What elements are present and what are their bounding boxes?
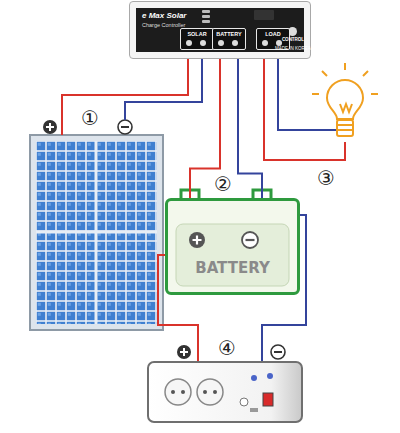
terminal-block: BATTERY — [212, 28, 246, 50]
callout-number: ② — [214, 174, 232, 194]
origin-note: MADE IN KOREA — [275, 47, 311, 52]
device-label: e Max Solar — [142, 11, 186, 20]
part-label: BATTERY — [168, 259, 297, 277]
terminal-screw — [232, 40, 238, 46]
device-label: Charge Controller — [142, 22, 185, 28]
solar-panel — [30, 135, 163, 330]
controller-detail — [254, 10, 274, 20]
controller-detail — [202, 20, 210, 23]
callout-number: ④ — [218, 338, 236, 358]
inverter — [148, 362, 302, 422]
callout-number: ③ — [317, 168, 335, 188]
terminal-screw — [218, 40, 224, 46]
terminal-screw — [186, 40, 192, 46]
button-label: CONTROL — [282, 38, 304, 43]
terminal-block: SOLAR — [180, 28, 214, 50]
callout-number: ① — [81, 108, 99, 128]
terminal-screw — [276, 40, 282, 46]
terminal-label: LOAD — [257, 31, 289, 37]
controller-detail — [202, 15, 210, 18]
wire — [62, 58, 345, 362]
terminal-label: BATTERY — [213, 31, 245, 37]
terminal-screw — [262, 40, 268, 46]
terminal-label: SOLAR — [181, 31, 213, 37]
controller-detail — [202, 10, 210, 13]
terminal-screw — [200, 40, 206, 46]
battery-body — [166, 190, 299, 294]
cable-pair — [190, 50, 262, 198]
light-bulb — [312, 63, 378, 136]
battery: BATTERY — [165, 198, 300, 295]
